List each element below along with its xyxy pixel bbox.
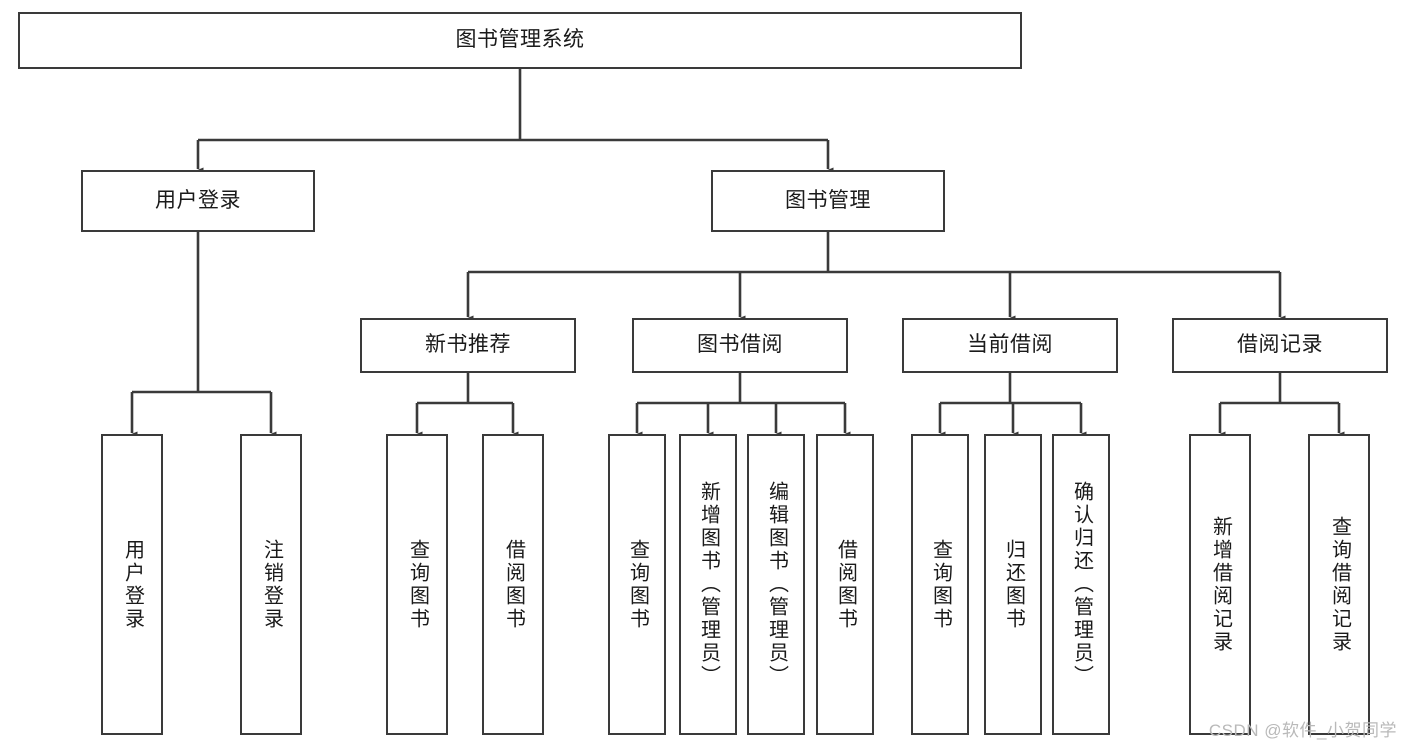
node-borrow-book-2[interactable]: 借阅图书 [816,434,874,735]
node-label: 当前借阅 [967,333,1053,357]
node-add-borrow-record[interactable]: 新增借阅记录 [1189,434,1251,735]
node-edit-book-admin[interactable]: 编辑图书（管理员） [747,434,805,735]
node-label: 编辑图书（管理员） [765,481,788,688]
node-label: 新书推荐 [425,333,511,357]
node-label: 新增借阅记录 [1209,515,1232,654]
node-new-book-recommend[interactable]: 新书推荐 [360,318,576,373]
node-book-manage[interactable]: 图书管理 [711,170,945,232]
node-label: 查询图书 [406,538,429,631]
node-add-book-admin[interactable]: 新增图书（管理员） [679,434,737,735]
node-label: 查询图书 [626,538,649,631]
node-return-book[interactable]: 归还图书 [984,434,1042,735]
node-root[interactable]: 图书管理系统 [18,12,1022,69]
node-label: 图书借阅 [697,333,783,357]
node-label: 新增图书（管理员） [697,481,720,688]
node-book-borrow[interactable]: 图书借阅 [632,318,848,373]
node-label: 图书管理 [785,188,871,212]
node-user-login-do[interactable]: 用户登录 [101,434,163,735]
node-label: 注销登录 [260,538,283,631]
node-label: 用户登录 [155,188,241,212]
node-borrow-record[interactable]: 借阅记录 [1172,318,1388,373]
node-label: 查询图书 [929,538,952,631]
node-label: 确认归还（管理员） [1070,481,1093,688]
node-query-book-2[interactable]: 查询图书 [608,434,666,735]
node-label: 用户登录 [121,538,144,631]
node-user-login[interactable]: 用户登录 [81,170,315,232]
node-user-logout[interactable]: 注销登录 [240,434,302,735]
node-label: 图书管理系统 [455,28,585,52]
node-current-borrow[interactable]: 当前借阅 [902,318,1118,373]
node-query-borrow-record[interactable]: 查询借阅记录 [1308,434,1370,735]
node-borrow-book-1[interactable]: 借阅图书 [482,434,544,735]
node-confirm-return-admin[interactable]: 确认归还（管理员） [1052,434,1110,735]
node-label: 归还图书 [1002,538,1025,631]
node-query-book-3[interactable]: 查询图书 [911,434,969,735]
node-label: 借阅记录 [1237,333,1323,357]
node-label: 借阅图书 [502,538,525,631]
node-label: 借阅图书 [834,538,857,631]
csdn-watermark: CSDN @软件_小贺同学 [1208,721,1397,740]
node-query-book-1[interactable]: 查询图书 [386,434,448,735]
node-label: 查询借阅记录 [1328,515,1351,654]
